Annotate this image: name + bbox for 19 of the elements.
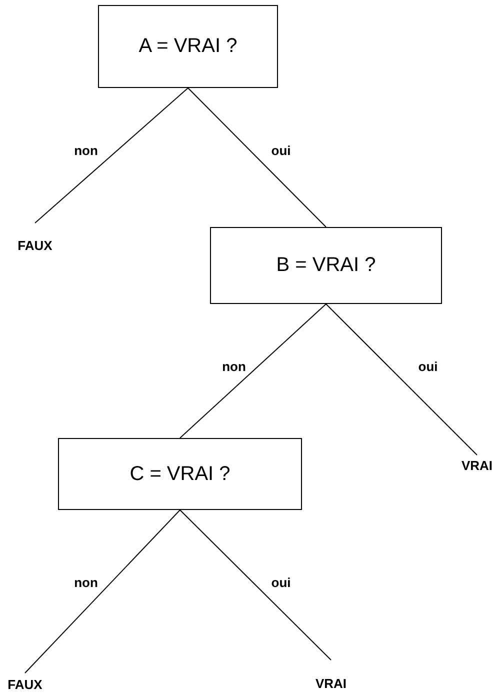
- connector-line: [326, 304, 478, 456]
- edge-label: non: [74, 143, 98, 158]
- connector-line: [188, 88, 326, 228]
- connector-line: [180, 304, 326, 438]
- result-label: FAUX: [0, 673, 50, 692]
- decision-box: B = VRAI ?: [210, 227, 442, 304]
- edge-label: oui: [271, 143, 291, 158]
- edge-label: oui: [418, 359, 438, 374]
- edge-label: non: [222, 359, 246, 374]
- edge-label: oui: [271, 575, 291, 590]
- result-label: VRAI: [455, 455, 499, 473]
- connector-line: [180, 510, 332, 660]
- result-label: FAUX: [10, 223, 60, 253]
- connector-line: [34, 88, 188, 224]
- edge-label: non: [74, 575, 98, 590]
- decision-box: C = VRAI ?: [58, 438, 302, 510]
- connector-line: [24, 510, 180, 674]
- result-label: VRAI: [308, 660, 354, 691]
- decision-box: A = VRAI ?: [98, 5, 278, 88]
